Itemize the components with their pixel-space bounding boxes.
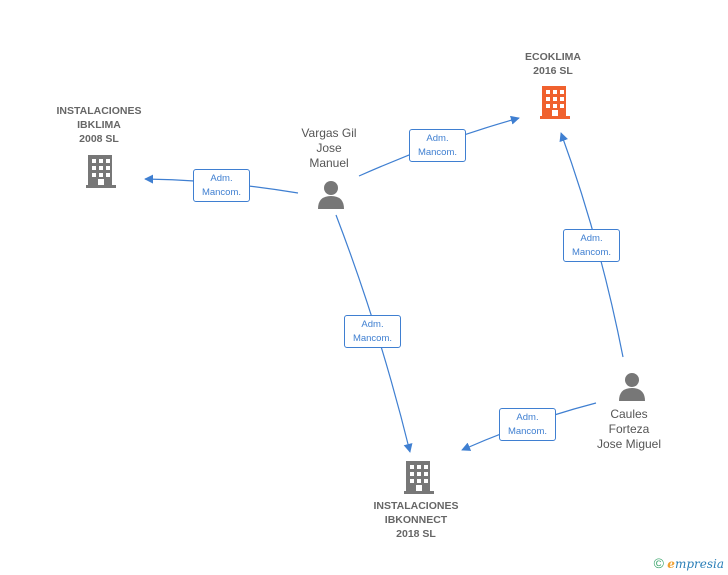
brand-logo-text: mpresia [674,557,724,571]
person-name: Caules [610,407,648,421]
edge-label-vargas-ecoklima[interactable]: Adm. Mancom. [409,129,466,162]
person-name: Forteza [608,422,650,436]
person-name: Jose [316,141,342,155]
edge-role: Adm. [426,133,449,144]
edge-role: Adm. [210,173,233,184]
company-name: IBKLIMA [77,119,121,131]
edge-role: Mancom. [571,247,612,258]
company-suffix: 2018 SL [396,528,436,540]
person-name: Manuel [309,156,349,170]
person-icon[interactable] [619,373,645,401]
person-label-caules[interactable]: Caules Forteza Jose Miguel [597,407,661,452]
company-label-ecoklima[interactable]: ECOKLIMA 2016 SL [525,50,581,78]
company-suffix: 2016 SL [533,65,573,77]
person-label-vargas[interactable]: Vargas Gil Jose Manuel [301,126,356,171]
company-name: INSTALACIONES [373,500,459,512]
edge-role: Adm. [580,233,603,244]
edge-label-caules-ibkonnect[interactable]: Adm. Mancom. [499,408,556,441]
company-name: IBKONNECT [384,514,448,526]
edge-label-caules-ecoklima[interactable]: Adm. Mancom. [563,229,620,262]
edge-role: Mancom. [201,187,242,198]
company-suffix: 2008 SL [79,133,119,145]
company-label-ibkonnect[interactable]: INSTALACIONES IBKONNECT 2018 SL [374,499,459,541]
edge-role: Mancom. [352,333,393,344]
copyright-icon: © [653,555,664,571]
edge-label-vargas-ibklima[interactable]: Adm. Mancom. [193,169,250,202]
building-icon[interactable] [404,461,434,494]
person-icon[interactable] [318,181,344,209]
building-icon[interactable] [86,155,116,188]
company-label-ibklima[interactable]: INSTALACIONES IBKLIMA 2008 SL [57,104,142,146]
edge-role: Mancom. [417,147,458,158]
edge-label-vargas-ibkonnect[interactable]: Adm. Mancom. [344,315,401,348]
company-name: INSTALACIONES [56,105,142,117]
person-name: Jose Miguel [596,437,662,451]
footer-brand[interactable]: © empresia [654,555,724,571]
edge-role: Mancom. [507,426,548,437]
brand-logo-initial: e [667,557,675,571]
edge-role: Adm. [361,319,384,330]
edge-role: Adm. [516,412,539,423]
company-name: ECOKLIMA [525,51,581,63]
person-name: Vargas Gil [301,126,357,140]
building-icon[interactable] [540,86,570,119]
